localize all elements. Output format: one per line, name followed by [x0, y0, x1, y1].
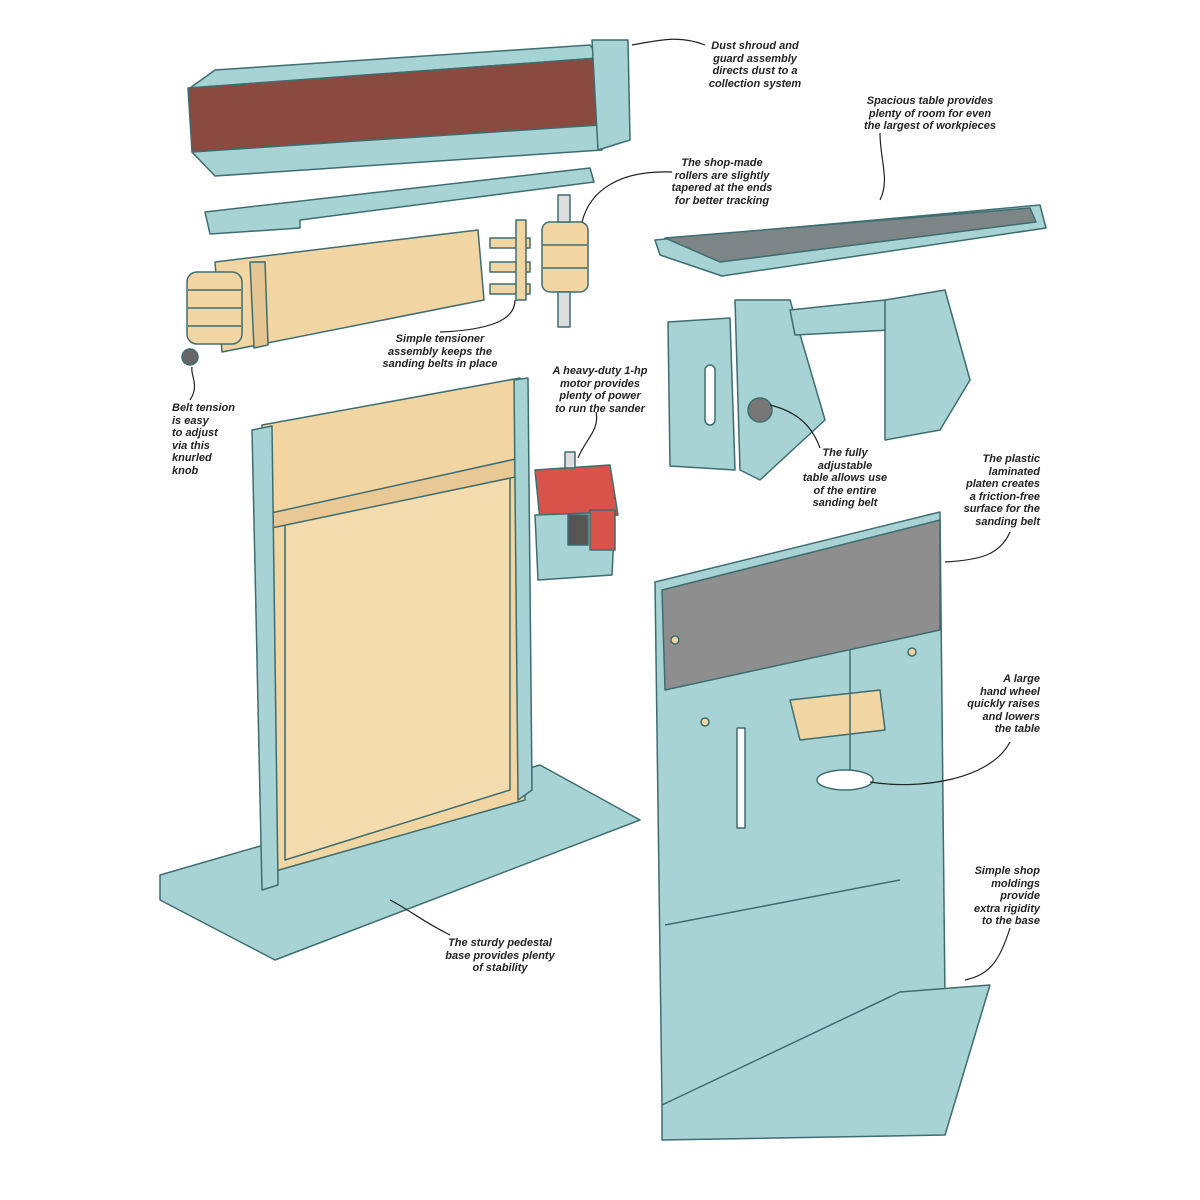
callout-pedestal: The sturdy pedestal base provides plenty… — [445, 937, 555, 974]
dust-shroud — [187, 39, 631, 177]
callout-table: Spacious table provides plenty of room f… — [863, 95, 997, 132]
callout-adjustable-table: The fully adjustable table allows use of… — [802, 447, 888, 509]
callout-dust-shroud: Dust shroud and guard assembly directs d… — [708, 40, 802, 90]
callout-platen: The plastic laminated platen creates a f… — [963, 453, 1040, 528]
callout-motor: A heavy-duty 1-hp motor provides plenty … — [552, 365, 648, 415]
callout-rollers: The shop-made rollers are slightly taper… — [671, 157, 773, 207]
callout-moldings: Simple shop moldings provide extra rigid… — [973, 865, 1040, 927]
pedestal-base — [159, 377, 641, 961]
callout-hand-wheel: A large hand wheel quickly raises and lo… — [967, 673, 1040, 735]
platen-panel — [654, 511, 991, 1141]
leader-lines — [189, 38, 1011, 981]
motor — [534, 451, 619, 581]
work-table — [654, 204, 1047, 277]
tension-bar — [204, 167, 595, 235]
table-support — [667, 289, 971, 481]
callout-knob: Belt tension is easy to adjust via this … — [172, 402, 235, 477]
callout-tensioner: Simple tensioner assembly keeps the sand… — [382, 333, 498, 370]
tensioner-assembly — [181, 194, 589, 366]
